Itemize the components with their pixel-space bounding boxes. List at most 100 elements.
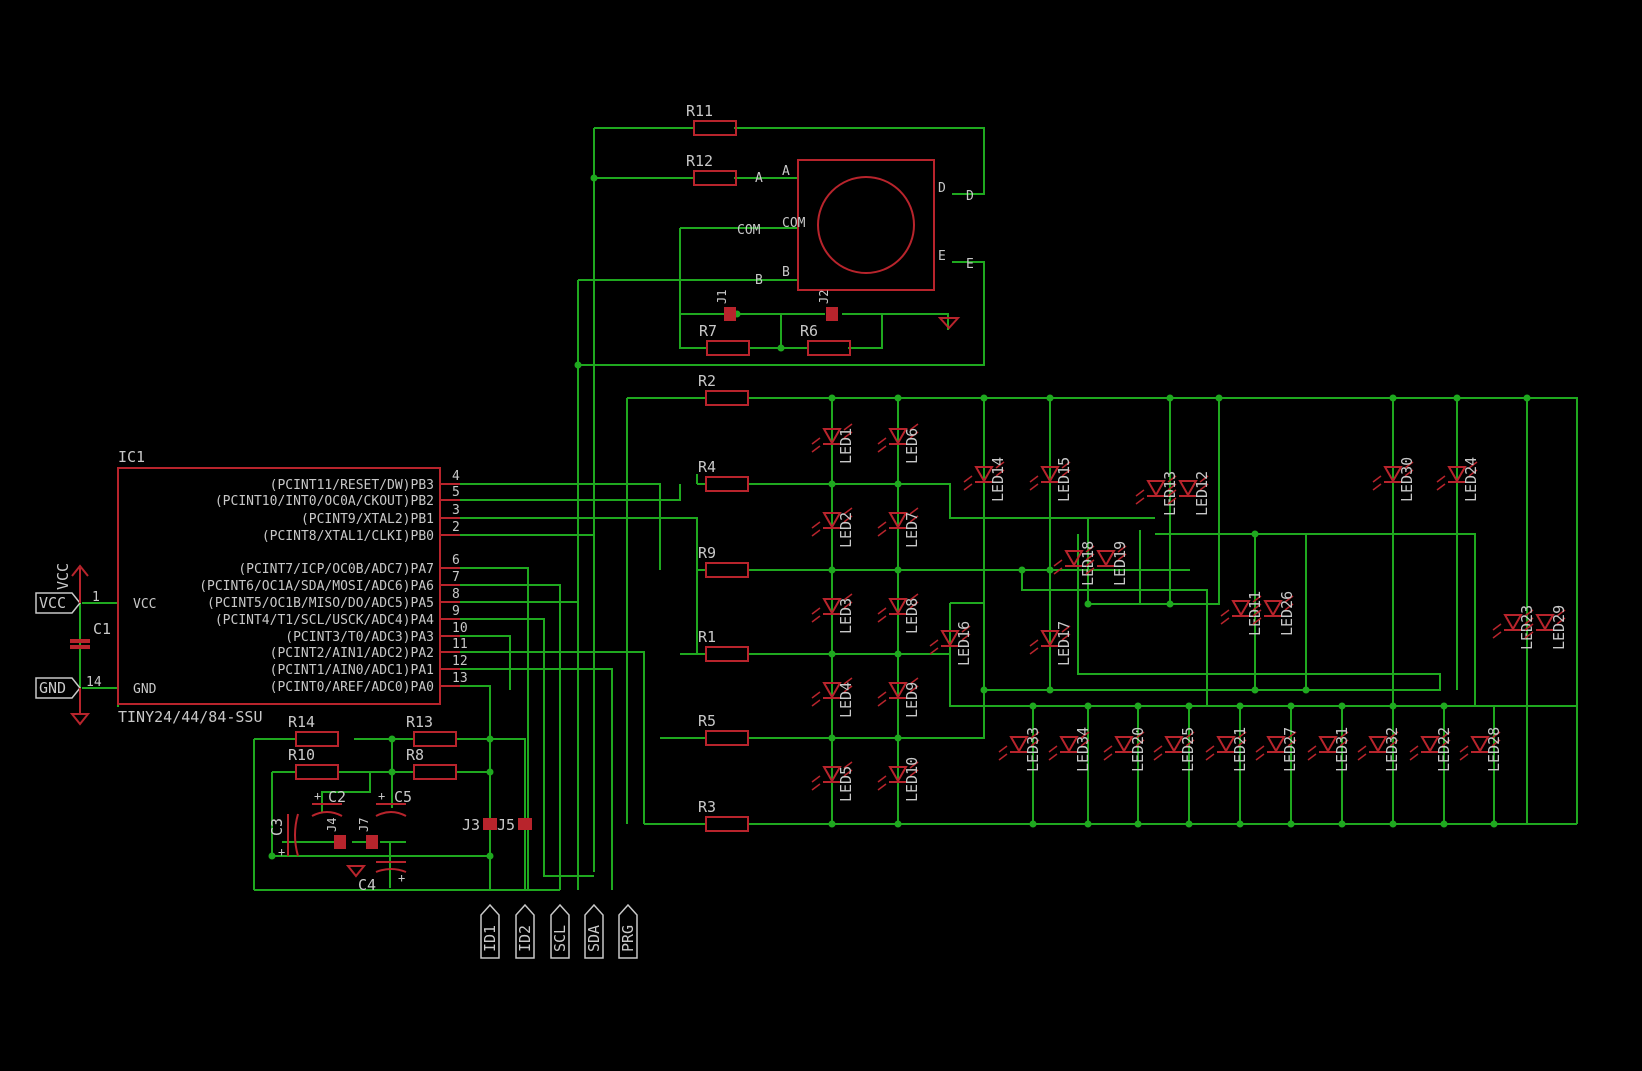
led-label: LED30 (1398, 457, 1416, 502)
jumper-j7[interactable]: J7 (357, 818, 378, 849)
led-led19[interactable]: LED19 (1085, 541, 1129, 586)
led-led24[interactable]: LED24 (1436, 457, 1480, 502)
led-label: LED21 (1231, 727, 1249, 772)
led-led25[interactable]: LED25 (1153, 727, 1197, 772)
led-led18[interactable]: LED18 (1053, 541, 1097, 586)
resistor-r7[interactable]: R7 (699, 322, 750, 356)
resistor-r5[interactable]: R5 (698, 712, 749, 746)
led-led20[interactable]: LED20 (1103, 727, 1147, 772)
connector-prg[interactable]: PRG (618, 903, 638, 959)
led-led13[interactable]: LED13 (1135, 471, 1179, 516)
display-wire-com: COM (737, 223, 761, 238)
ic1[interactable]: IC1 TINY24/44/84-SSU VCC GND 1 14 (PCINT… (86, 448, 468, 726)
led-led17[interactable]: LED17 (1029, 621, 1073, 666)
resistor-r4[interactable]: R4 (698, 458, 749, 492)
led-led2[interactable]: LED2 (811, 507, 855, 548)
ic-gnd-pin-label: GND (133, 682, 157, 697)
led-led15[interactable]: LED15 (1029, 457, 1073, 502)
resistor-r14[interactable]: R14 (288, 713, 339, 747)
resistor-label: R3 (698, 798, 716, 816)
led-label: LED23 (1518, 605, 1536, 650)
led-led32[interactable]: LED32 (1357, 727, 1401, 772)
led-label: LED28 (1485, 727, 1503, 772)
led-led10[interactable]: LED10 (877, 757, 921, 802)
resistor-r8[interactable]: R8 (406, 746, 457, 780)
svg-text:+: + (314, 789, 321, 803)
connector-scl[interactable]: SCL (550, 903, 570, 959)
led-led34[interactable]: LED34 (1048, 727, 1092, 772)
led-label: LED1 (837, 428, 855, 464)
led-led7[interactable]: LED7 (877, 507, 921, 548)
led-led3[interactable]: LED3 (811, 593, 855, 634)
resistor-r3[interactable]: R3 (698, 798, 749, 832)
connector-id1[interactable]: ID1 (480, 903, 500, 959)
led-label: LED11 (1246, 591, 1264, 636)
led-led8[interactable]: LED8 (877, 593, 921, 634)
led-led9[interactable]: LED9 (877, 677, 921, 718)
led-led14[interactable]: LED14 (963, 457, 1007, 502)
display-pin-e: E (938, 249, 946, 264)
ic-pin-function: (PCINT0/AREF/ADC0)PA0 (270, 680, 434, 695)
connector-sda[interactable]: SDA (584, 903, 604, 959)
led-led30[interactable]: LED30 (1372, 457, 1416, 502)
led-led21[interactable]: LED21 (1205, 727, 1249, 772)
led-led5[interactable]: LED5 (811, 761, 855, 802)
jumper-label: J5 (497, 816, 515, 834)
leds: LED1LED2LED3LED4LED5LED6LED7LED8LED9LED1… (811, 423, 1568, 802)
ic-pin-number: 5 (452, 485, 460, 500)
capacitor-c4[interactable]: + C4 (358, 861, 407, 894)
led-led16[interactable]: LED16 (929, 621, 973, 666)
capacitor-c1[interactable]: C1 (70, 620, 111, 649)
jumper-j4[interactable]: J4 (325, 818, 346, 849)
connectors: ID1 ID2 SCL SDA PRG (480, 903, 638, 959)
resistor-label: R1 (698, 628, 716, 646)
jumper-j3[interactable]: J3 (462, 816, 497, 834)
capacitor-c5[interactable]: + C5 (375, 788, 412, 817)
connector-id2[interactable]: ID2 (515, 903, 535, 959)
capacitor-c2[interactable]: + C2 (311, 788, 346, 817)
led-led1[interactable]: LED1 (811, 423, 855, 464)
jumper-j1[interactable]: J1 (715, 290, 736, 321)
led-led33[interactable]: LED33 (998, 727, 1042, 772)
resistor-r6[interactable]: R6 (800, 322, 851, 356)
resistor-r2[interactable]: R2 (698, 372, 749, 406)
resistor-r11[interactable]: R11 (686, 102, 737, 136)
led-led27[interactable]: LED27 (1255, 727, 1299, 772)
resistor-r10[interactable]: R10 (288, 746, 339, 780)
led-led23[interactable]: LED23 (1492, 605, 1536, 650)
display-component[interactable]: A A COM COM B B D D E E (737, 159, 974, 330)
led-led26[interactable]: LED26 (1252, 591, 1296, 636)
led-led4[interactable]: LED4 (811, 677, 855, 718)
led-led11[interactable]: LED11 (1220, 591, 1264, 636)
ic-pin-number: 11 (452, 637, 468, 652)
capacitor-c3[interactable]: + C3 (268, 813, 299, 859)
connector-label: ID2 (516, 925, 534, 952)
led-led6[interactable]: LED6 (877, 423, 921, 464)
led-led29[interactable]: LED29 (1524, 605, 1568, 650)
led-led12[interactable]: LED12 (1167, 471, 1211, 516)
resistor-r9[interactable]: R9 (698, 544, 749, 578)
connector-label: SCL (551, 925, 569, 952)
resistor-r1[interactable]: R1 (698, 628, 749, 662)
resistor-r12[interactable]: R12 (686, 152, 737, 186)
jumper-j2[interactable]: J2 (817, 290, 838, 321)
led-led28[interactable]: LED28 (1459, 727, 1503, 772)
resistor-r13[interactable]: R13 (406, 713, 457, 747)
jumper-j5[interactable]: J5 (497, 816, 532, 834)
led-led31[interactable]: LED31 (1307, 727, 1351, 772)
led-led22[interactable]: LED22 (1409, 727, 1453, 772)
